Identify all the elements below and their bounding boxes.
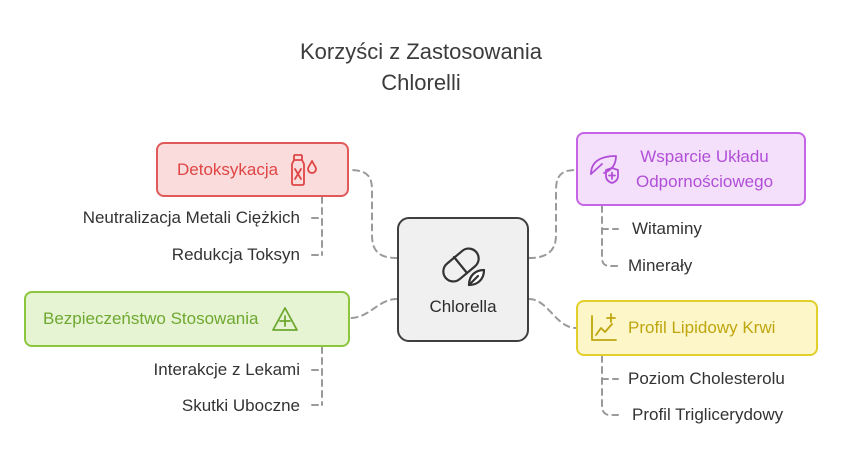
chart-plus-icon (588, 312, 620, 344)
branch-bezpieczenstwo[interactable]: Bezpieczeństwo Stosowania (24, 291, 350, 347)
connector-lipid-items (601, 355, 619, 416)
leaf-witaminy: Witaminy (632, 219, 702, 238)
branch-profil-lipidowy[interactable]: Profil Lipidowy Krwi (576, 300, 818, 356)
leaf-interakcje: Interakcje z Lekami (153, 360, 300, 379)
connector-center-safety (349, 298, 398, 319)
branch-profil-lipidowy-label: Profil Lipidowy Krwi (628, 318, 776, 337)
connector-safety-items (311, 346, 323, 406)
shield-leaf-icon (588, 152, 622, 186)
warning-triangle-icon (270, 305, 300, 333)
leaf-mineraly: Minerały (628, 256, 693, 275)
leaf-skutki-uboczne: Skutki Uboczne (181, 396, 300, 415)
diagram-title: Korzyści z Zastosowania Chlorelli (0, 36, 842, 98)
connector-center-immune (528, 169, 577, 259)
center-node[interactable]: Chlorella (397, 217, 529, 342)
connector-center-lipid (528, 298, 577, 329)
toxin-bottle-icon (288, 153, 318, 187)
title-line-2: Chlorelli (381, 70, 461, 95)
capsule-leaf-icon (438, 243, 488, 291)
branch-bezpieczenstwo-label: Bezpieczeństwo Stosowania (43, 309, 259, 328)
branch-detoksykacja[interactable]: Detoksykacja (156, 142, 349, 197)
leaf-neutralizacja: Neutralizacja Metali Ciężkich (82, 208, 300, 227)
title-line-1: Korzyści z Zastosowania (299, 39, 543, 64)
connector-center-detox (348, 169, 398, 259)
branch-detoksykacja-label: Detoksykacja (177, 159, 279, 179)
branch-wsparcie-label: Wsparcie Układu Odpornościowego (636, 144, 773, 194)
leaf-redukcja-toksyn: Redukcja Toksyn (171, 245, 300, 264)
leaf-profil-triglicerydowy: Profil Triglicerydowy (632, 405, 784, 424)
connector-detox-items (311, 196, 323, 256)
branch-wsparcie-ukladu[interactable]: Wsparcie Układu Odpornościowego (576, 132, 806, 206)
center-label: Chlorella (429, 296, 497, 316)
leaf-poziom-cholesterolu: Poziom Cholesterolu (628, 369, 785, 388)
branch-wsparcie-label-line2: Odpornościowego (636, 172, 774, 191)
branch-wsparcie-label-line1: Wsparcie Układu (640, 147, 769, 166)
connector-immune-items (601, 205, 619, 267)
